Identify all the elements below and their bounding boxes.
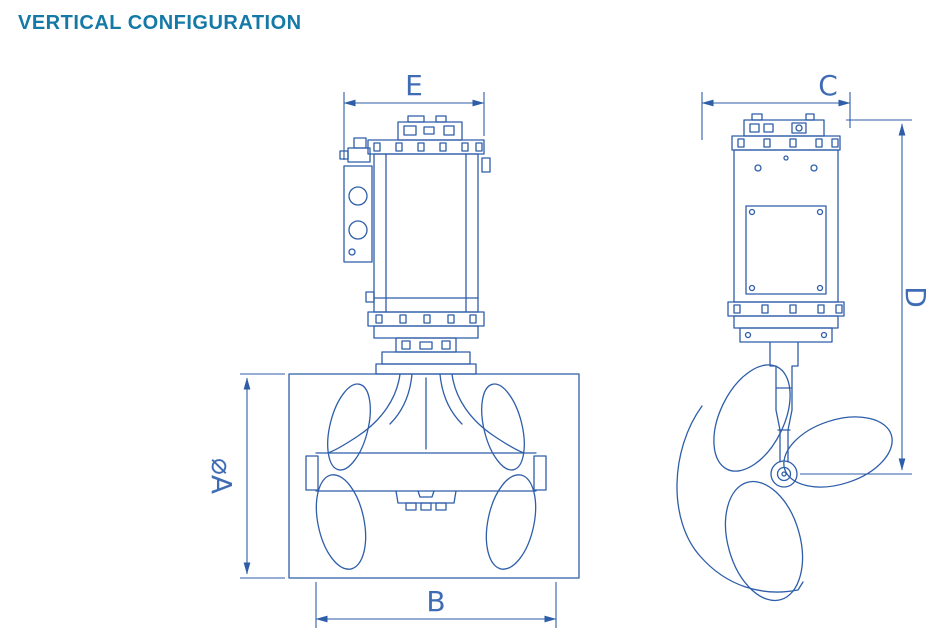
dim-label-d: D [899,286,926,308]
dim-label-e: E [405,69,423,102]
dim-b: B [315,582,557,628]
side-motor [727,113,845,343]
dim-label-b: B [426,585,445,618]
dim-diameter-a: ⌀A [205,373,285,579]
dim-label-c: C [818,69,838,102]
side-propeller [713,364,893,602]
side-drive-leg [769,341,799,463]
front-mount-bracket [343,165,373,263]
front-gear-pod [305,373,547,511]
side-view [676,113,893,602]
dim-label-diameter-a: ⌀A [205,458,238,494]
page-title: VERTICAL CONFIGURATION [18,12,302,34]
front-view [288,115,580,579]
dim-c: C [701,69,851,140]
dim-e: E [343,69,485,160]
front-propeller-left [315,383,371,570]
dim-d: D [800,119,926,475]
side-tunnel-arc [676,405,804,593]
front-motor [339,115,491,375]
front-propeller-right [481,383,537,570]
front-tunnel [288,373,580,579]
